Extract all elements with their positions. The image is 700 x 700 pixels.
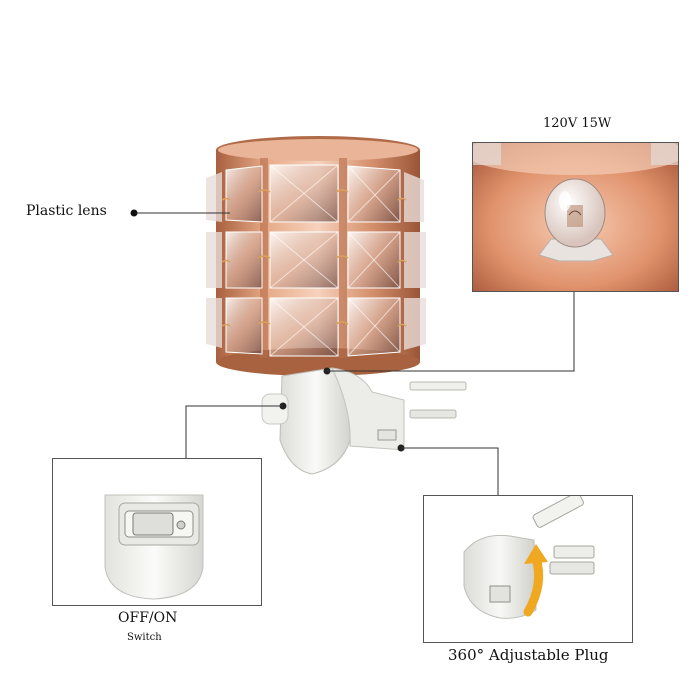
crystal-row-3: [206, 297, 426, 357]
crystal-row-2: [206, 231, 426, 289]
switch-subtitle-label: Switch: [127, 632, 162, 643]
crystal-row-1: [206, 164, 424, 223]
crystal-shade: [206, 136, 426, 376]
plastic-lens-label: Plastic lens: [26, 203, 107, 219]
plug-base: [261, 367, 467, 475]
switch-detail-box: [52, 458, 262, 606]
power-spec-label: 120V 15W: [543, 116, 612, 131]
lens-pointer-dot: [130, 209, 138, 217]
bulb-detail-box: [472, 142, 679, 292]
plug-detail-box: [423, 495, 633, 643]
switch-title-label: OFF/ON: [118, 610, 178, 626]
adjustable-plug-label: 360° Adjustable Plug: [448, 646, 609, 664]
